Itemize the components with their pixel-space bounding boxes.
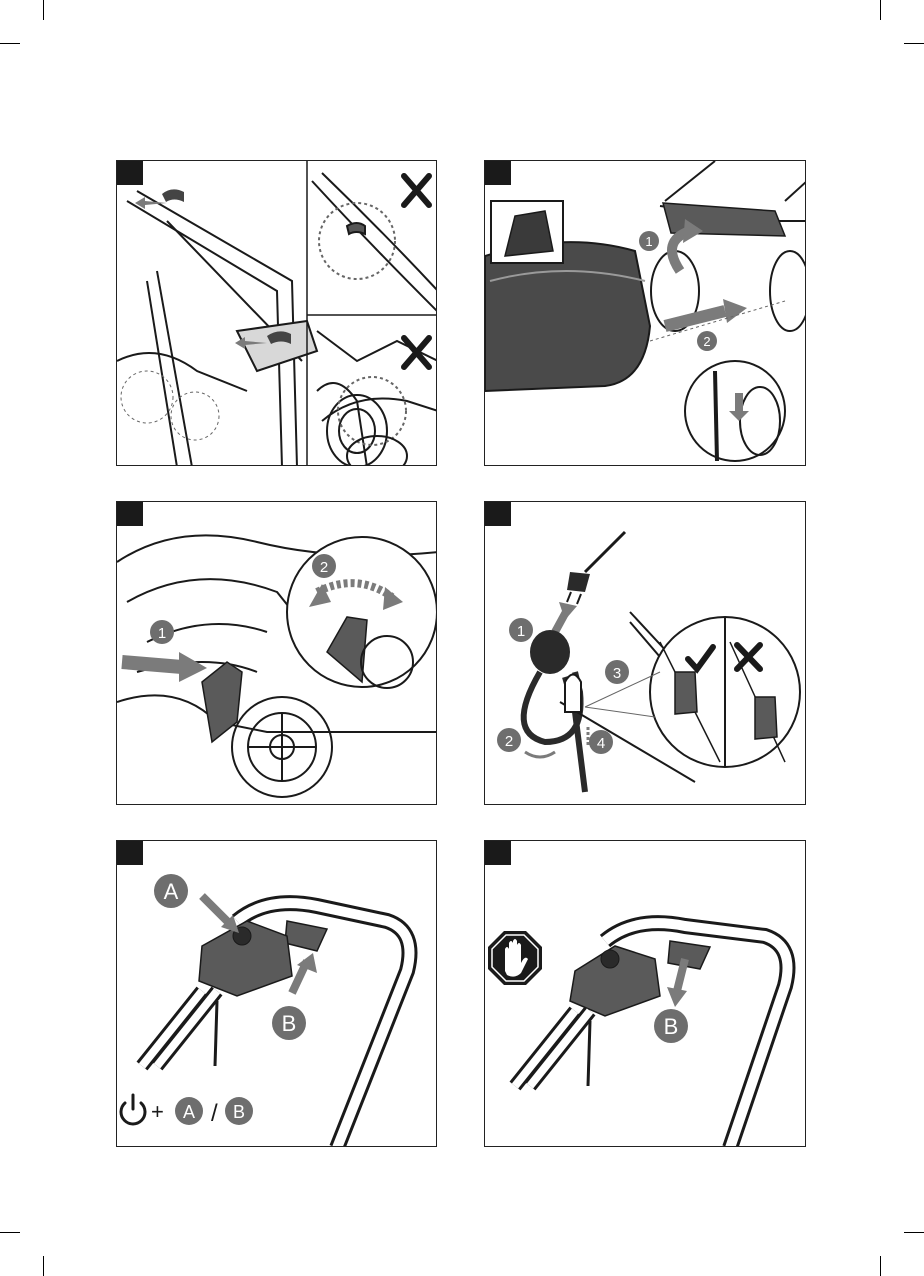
panel-tab: [485, 161, 511, 185]
start-switch-illustration: A B + A / B: [117, 841, 437, 1147]
step-marker-1: 1: [639, 231, 659, 251]
figure-panel-grass-box: 1 2: [484, 160, 806, 466]
crop-mark: [880, 0, 881, 20]
clip-icon: [162, 189, 291, 344]
crop-mark: [0, 1232, 20, 1233]
svg-text:B: B: [664, 1014, 679, 1039]
panel-tab: [117, 841, 143, 865]
cross-icon: [404, 176, 429, 205]
crop-mark: [43, 1256, 44, 1276]
callout-b: B: [272, 1006, 306, 1040]
clips-illustration: [117, 161, 437, 466]
figure-panel-start: A B + A / B: [116, 840, 437, 1147]
step-marker-4: 4: [589, 730, 613, 754]
crop-mark: [904, 43, 924, 44]
svg-text:2: 2: [320, 559, 328, 576]
step-marker-1: 1: [509, 618, 533, 642]
stop-hand-icon: [488, 931, 542, 985]
figure-panel-height-lever: 1 2: [116, 501, 437, 805]
callout-b: B: [654, 1009, 688, 1043]
svg-text:1: 1: [517, 623, 525, 640]
crop-mark: [904, 1232, 924, 1233]
combo-b: B: [233, 1102, 245, 1122]
svg-text:2: 2: [505, 733, 513, 750]
combo-separator: /: [211, 1100, 218, 1127]
cable-illustration: 1 2 3 4: [485, 502, 806, 805]
svg-text:1: 1: [645, 234, 652, 249]
step-marker-1: 1: [150, 620, 174, 644]
stop-illustration: B: [485, 841, 806, 1147]
svg-text:B: B: [282, 1011, 297, 1036]
height-lever-illustration: 1 2: [117, 502, 437, 805]
callout-a: A: [154, 874, 188, 908]
step-marker-2: 2: [697, 331, 717, 351]
svg-text:2: 2: [703, 334, 710, 349]
figure-panel-clips: [116, 160, 437, 466]
cross-icon: [404, 338, 429, 367]
combo-a: A: [183, 1102, 195, 1122]
plus-sign: +: [151, 1099, 164, 1124]
panel-tab: [485, 841, 511, 865]
crop-mark: [880, 1256, 881, 1276]
figure-panel-cable: 1 2 3 4: [484, 501, 806, 805]
step-marker-2: 2: [497, 728, 521, 752]
step-marker-2: 2: [312, 554, 336, 578]
crop-mark: [43, 0, 44, 20]
panel-tab: [117, 502, 143, 526]
power-icon: [121, 1095, 145, 1124]
svg-text:1: 1: [158, 625, 166, 642]
panel-tab: [485, 502, 511, 526]
svg-text:A: A: [164, 879, 179, 904]
step-marker-3: 3: [605, 660, 629, 684]
grass-box-illustration: 1 2: [485, 161, 806, 466]
figure-panel-stop: B: [484, 840, 806, 1147]
panel-tab: [117, 161, 143, 185]
crop-mark: [0, 43, 20, 44]
svg-text:3: 3: [613, 665, 621, 682]
svg-text:4: 4: [597, 735, 605, 752]
